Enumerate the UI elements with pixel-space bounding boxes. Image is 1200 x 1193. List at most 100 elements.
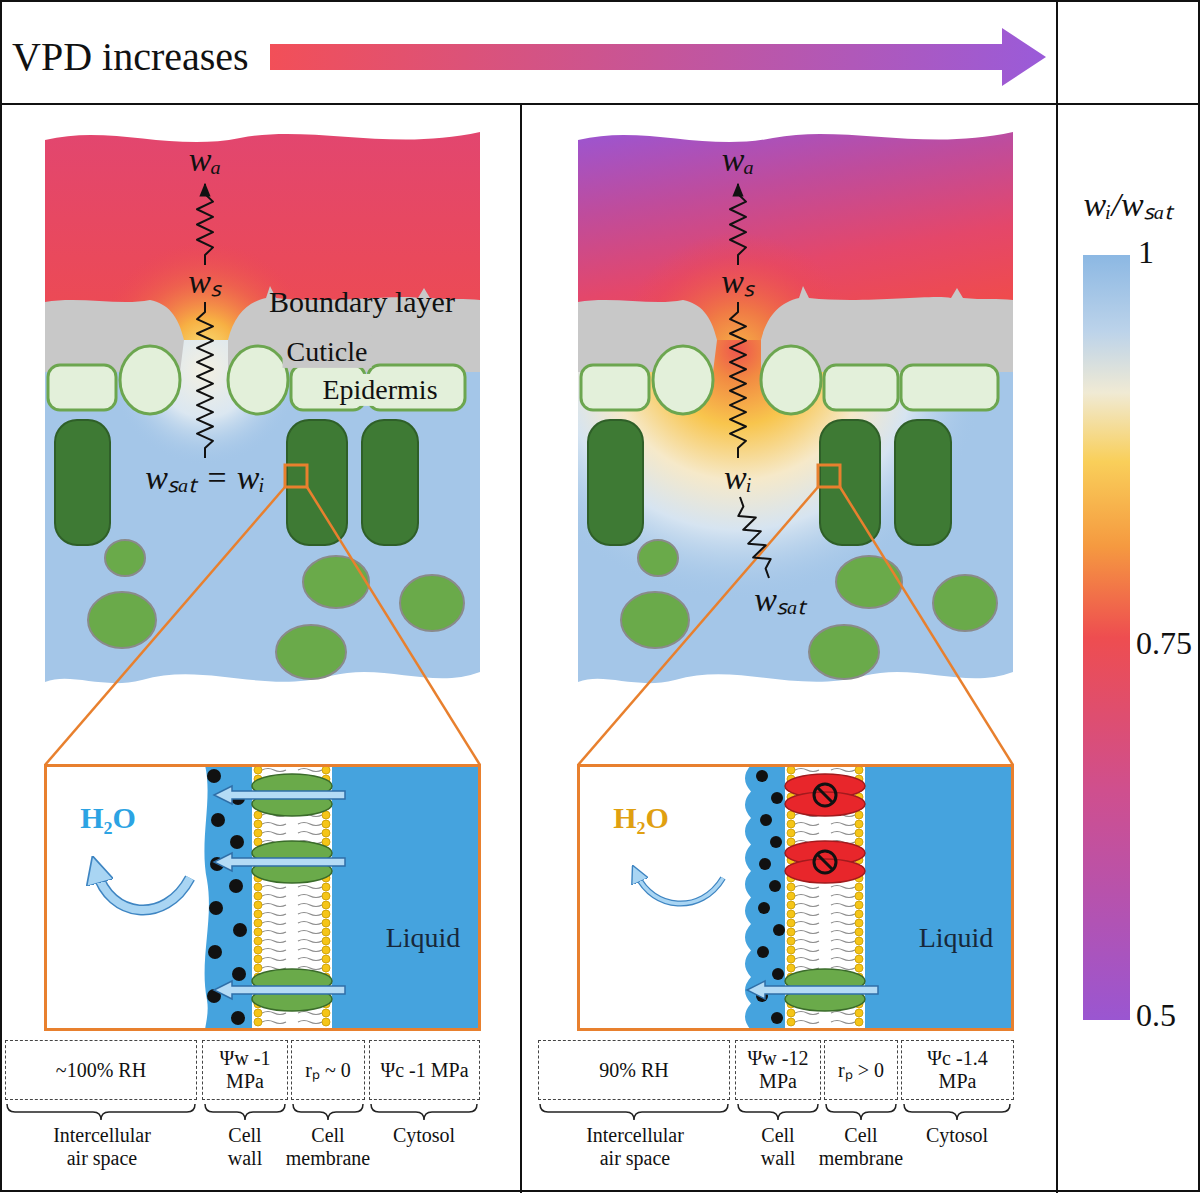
blocked-symbol <box>817 787 833 803</box>
frame <box>0 103 1200 105</box>
gradient-arrow <box>270 28 1046 86</box>
compartment-label: Intercellular air space <box>45 1124 160 1170</box>
compartment-label: Cell wall <box>215 1124 275 1170</box>
evaporation-arrow <box>637 875 723 904</box>
inset-box: H₂O Liquid <box>577 764 1014 1031</box>
property-cell: Ψw -12 MPa <box>735 1040 821 1100</box>
colorbar-tick: 0.5 <box>1136 997 1176 1034</box>
wall-particle <box>231 1011 245 1025</box>
wall-particle <box>211 813 225 827</box>
molecule-label: H₂O <box>80 801 136 836</box>
property-cell: rₚ ~ 0 <box>291 1040 365 1100</box>
region-label: Liquid <box>386 922 461 954</box>
wall-particle <box>770 836 782 848</box>
wall-particle <box>772 968 784 980</box>
property-cell: Ψc -1.4 MPa <box>901 1040 1014 1100</box>
cell-value: Ψc -1 MPa <box>380 1059 468 1082</box>
inset-illustration <box>578 765 1013 1030</box>
cell-value: Ψw -12 MPa <box>740 1047 816 1093</box>
resistance-chain <box>730 302 746 458</box>
wall-particle <box>229 879 243 893</box>
frame <box>1056 0 1058 1193</box>
leaf-section <box>540 1104 1010 1120</box>
colorbar-tick: 1 <box>1138 234 1154 271</box>
cell-value: Ψc -1.4 MPa <box>906 1047 1009 1093</box>
compartment-label: Cell membrane <box>281 1124 376 1170</box>
leaf-section <box>540 120 1013 1120</box>
wall-particle <box>771 1012 783 1024</box>
region-label: Liquid <box>919 922 994 954</box>
flow-arrow <box>214 853 345 871</box>
property-cell: Ψc -1 MPa <box>369 1040 480 1100</box>
evaporation-arrow <box>637 875 723 904</box>
resistance-chain <box>738 497 770 578</box>
leaf-section <box>45 286 480 765</box>
humidity-variable: wₐ <box>189 140 222 179</box>
blocked-symbol <box>814 851 836 873</box>
resistance-chain <box>730 184 746 265</box>
blocked-symbol <box>817 854 833 870</box>
inset-illustration <box>45 765 480 1030</box>
inset-box: H₂O Liquid <box>44 764 481 1031</box>
wall-particle <box>760 814 772 826</box>
property-cell: Ψw -1 MPa <box>202 1040 288 1100</box>
evaporation-arrow <box>97 872 190 910</box>
cell-value: rₚ ~ 0 <box>305 1059 350 1082</box>
flow-arrow <box>747 981 878 999</box>
wall-particle <box>233 923 247 937</box>
color-bar <box>1083 255 1130 1020</box>
resistance-chain <box>197 302 213 458</box>
cell-value: 90% RH <box>599 1059 668 1082</box>
leaf-section <box>7 120 480 1120</box>
humidity-variable: wₛ <box>721 262 755 301</box>
aquaporin <box>252 774 332 1011</box>
colorbar-title: wᵢ/wₛₐₜ <box>1083 185 1172 224</box>
flow-arrow <box>214 981 345 999</box>
wall-particle <box>232 967 246 981</box>
wall-particle <box>207 769 221 783</box>
wall-particle <box>769 880 781 892</box>
wall-particle <box>773 924 785 936</box>
wall-particle <box>758 902 770 914</box>
resistance-chain <box>197 184 771 578</box>
cell-value: ~100% RH <box>56 1059 146 1082</box>
layer-label: Cuticle <box>283 336 372 368</box>
molecule-label: H₂O <box>613 801 669 836</box>
blocked-aquaporin <box>785 774 865 883</box>
property-cell: ~100% RH <box>5 1040 197 1100</box>
layer-label: Boundary layer <box>269 285 455 320</box>
title-text: VPD increases <box>12 34 249 80</box>
humidity-variable: wᵢ <box>724 458 752 497</box>
leaf-section <box>578 286 1013 765</box>
cell-value: Ψw -1 MPa <box>207 1047 283 1093</box>
wall-particle <box>771 792 783 804</box>
compartment-label: Cell wall <box>748 1124 808 1170</box>
layer-label: Epidermis <box>318 374 441 406</box>
property-cell: rₚ > 0 <box>824 1040 898 1100</box>
humidity-variable: wₛ <box>188 262 222 301</box>
evaporation-arrow <box>97 872 190 910</box>
wall-particle <box>208 945 222 959</box>
humidity-variable: wₐ <box>722 140 755 179</box>
frame <box>520 104 522 1193</box>
humidity-variable: wₛₐₜ = wᵢ <box>145 458 265 497</box>
flow-arrow <box>747 981 878 999</box>
wall-particle <box>757 946 769 958</box>
leaf-section <box>7 1104 477 1120</box>
compartment-label: Cell membrane <box>814 1124 909 1170</box>
wall-particle <box>230 835 244 849</box>
wall-particle <box>759 858 771 870</box>
wall-particle <box>756 770 768 782</box>
cell-value: rₚ > 0 <box>838 1059 884 1082</box>
flow-arrow <box>214 786 345 999</box>
compartment-label: Intercellular air space <box>578 1124 693 1170</box>
compartment-label: Cytosol <box>926 1124 988 1147</box>
compartment-label: Cytosol <box>393 1124 455 1147</box>
humidity-variable: wₛₐₜ <box>754 580 806 619</box>
wall-particle <box>209 901 223 915</box>
